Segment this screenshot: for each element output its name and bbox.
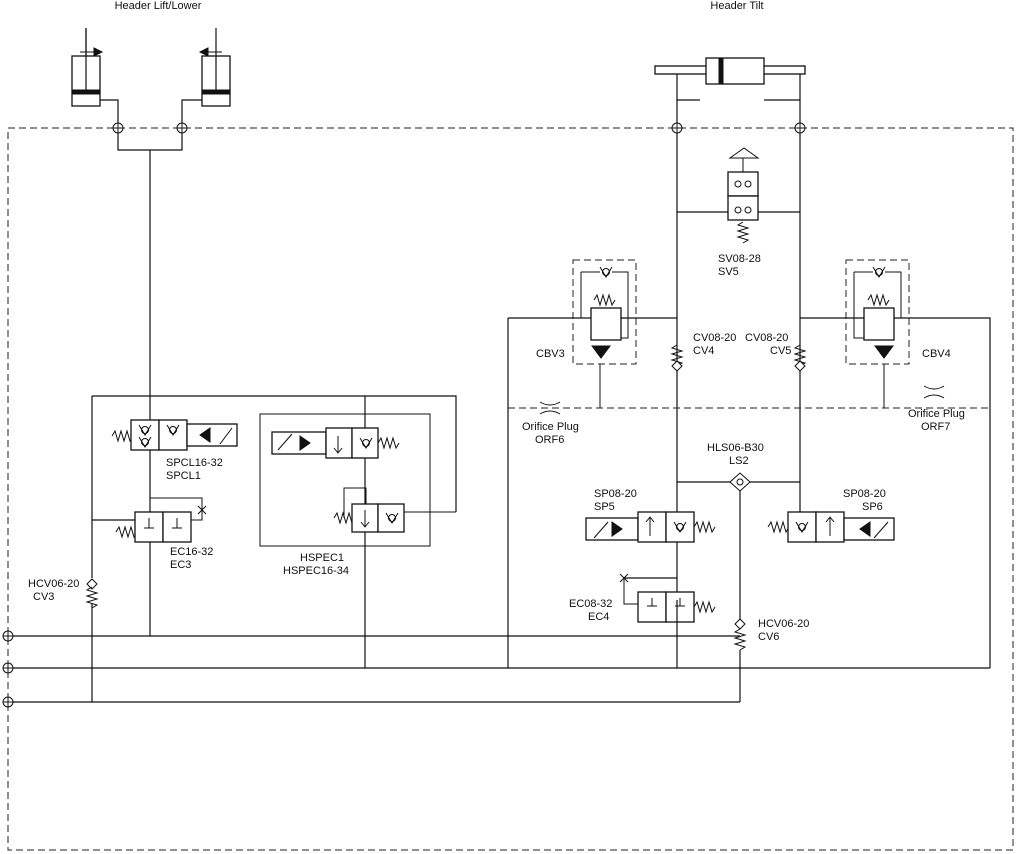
header-tilt-title: Header Tilt: [710, 0, 763, 12]
orf7-label: ORF7: [921, 421, 950, 433]
valve-spcl1[interactable]: [111, 419, 238, 451]
shuttle-valve-ls2[interactable]: [729, 472, 751, 492]
orf6-desc: Orifice Plug: [522, 421, 579, 433]
orifice-orf6[interactable]: [539, 401, 561, 415]
cv6-label: CV6: [758, 631, 779, 643]
valve-sp5[interactable]: [585, 511, 716, 543]
tilt-port-a: [671, 122, 683, 134]
valve-sv5[interactable]: [727, 147, 760, 244]
tilt-port-b: [794, 122, 806, 134]
sv5-code: SV08-28: [718, 253, 761, 265]
port-2[interactable]: [2, 662, 14, 674]
lift-port-b: [176, 122, 188, 134]
spcl1-code: SPCL16-32: [166, 457, 223, 469]
cv3-code: HCV06-20: [28, 578, 79, 590]
cbv3-label: CBV3: [536, 348, 565, 360]
ls2-label: LS2: [729, 455, 749, 467]
ec3-label: EC3: [170, 559, 191, 571]
sv5-label: SV5: [718, 266, 739, 278]
sp5-code: SP08-20: [594, 488, 637, 500]
sp5-label: SP5: [594, 501, 615, 513]
orifice-orf7[interactable]: [923, 385, 945, 399]
orf7-desc: Orifice Plug: [908, 408, 965, 420]
cv4-label: CV4: [693, 345, 714, 357]
cv5-label: CV5: [770, 345, 791, 357]
valve-cbv4[interactable]: [845, 259, 910, 365]
check-valve-cv4[interactable]: [671, 344, 683, 372]
cv6-code: HCV06-20: [758, 618, 809, 630]
cv3-label: CV3: [33, 591, 54, 603]
port-3[interactable]: [2, 696, 14, 708]
cv5-code: CV08-20: [745, 332, 788, 344]
sp6-label: SP6: [862, 501, 883, 513]
manifold-boundary: [7, 127, 1014, 851]
valve-hspec1[interactable]: [259, 413, 456, 547]
sp6-code: SP08-20: [843, 488, 886, 500]
lift-cylinder-right: [198, 28, 231, 107]
cbv4-label: CBV4: [922, 348, 951, 360]
cv4-code: CV08-20: [693, 332, 736, 344]
spcl1-label: SPCL1: [166, 470, 201, 482]
lift-cylinder-left: [71, 28, 104, 107]
orf6-label: ORF6: [535, 434, 564, 446]
lift-port-a: [112, 122, 124, 134]
ec4-code: EC08-32: [569, 598, 612, 610]
valve-ec3[interactable]: [115, 497, 207, 543]
check-valve-cv3[interactable]: [86, 578, 98, 609]
ec3-code: EC16-32: [170, 546, 213, 558]
check-valve-cv6[interactable]: [734, 618, 746, 651]
valve-sp6[interactable]: [767, 511, 895, 543]
valve-cbv3[interactable]: [572, 259, 637, 365]
valve-ec4[interactable]: [619, 573, 716, 623]
check-valve-cv5[interactable]: [794, 344, 806, 372]
hspec1-code: HSPEC1: [300, 552, 344, 564]
ls2-code: HLS06-B30: [707, 442, 764, 454]
hspec1-label: HSPEC16-34: [283, 565, 349, 577]
ec4-label: EC4: [588, 611, 609, 623]
header-lift-lower-title: Header Lift/Lower: [115, 0, 202, 12]
port-1[interactable]: [2, 630, 14, 642]
